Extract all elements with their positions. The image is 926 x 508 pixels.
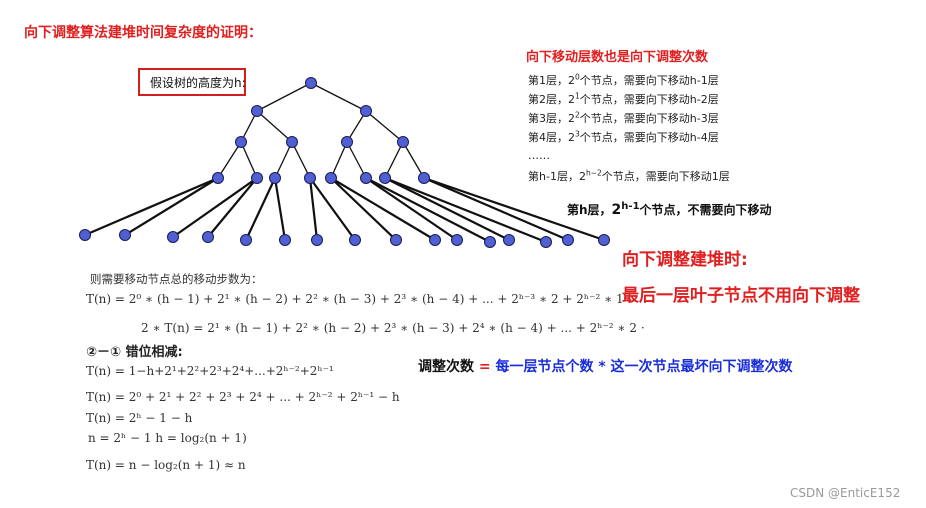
leaf-node [451,234,463,246]
tree-edge [365,177,491,243]
levels-ellipsis: …… [528,149,550,162]
tree-node [235,136,247,148]
formula-2: 2 ∗ T(n) = 2¹ ∗ (h − 1) + 2² ∗ (h − 2) +… [141,321,645,335]
leaf-node [119,229,131,241]
tree-edge [245,177,276,241]
height-label: 假设树的高度为h: [150,76,246,90]
formula-1: T(n) = 2⁰ ∗ (h − 1) + 2¹ ∗ (h − 2) + 2² … [86,292,624,306]
tree-node [360,172,372,184]
level-row: 第4层，23个节点，需要向下移动h-4层 [528,129,719,144]
tree-node [360,105,372,117]
tree-edge [256,110,293,143]
tree-edge [423,176,569,242]
conclusion-text: 最后一层叶子节点不用向下调整 [622,286,860,306]
leaf-node [79,229,91,241]
tree-edge [346,141,367,179]
tree-edge [309,177,356,241]
tree-edge [308,177,319,241]
tree-node [269,172,281,184]
tree-edge [384,176,547,244]
tree-node [325,172,337,184]
tree-node [305,77,317,89]
tree-edge [384,177,510,241]
tree-edge [207,177,258,238]
tree-node [341,136,353,148]
tree-edge [217,141,242,179]
formula-3: T(n) = 1−h+2¹+2²+2³+2⁴+...+2ʰ⁻²+2ʰ⁻¹ [86,364,334,378]
last-level-note: 第h层，2h-1个节点，不需要向下移动 [567,201,772,218]
tree-node [304,172,316,184]
leaf-node [240,234,252,246]
tree-edge [124,177,219,236]
tree-edge [274,141,293,179]
step-heading: 则需要移动节点总的移动步数为： [90,272,263,286]
leaf-node [484,236,496,248]
formula-6: n = 2ʰ − 1 h = log₂(n + 1) [88,431,247,445]
tree-edge [84,176,219,237]
adjust-count-formula: 调整次数 = 每一层节点个数 * 这一次节点最坏向下调整次数 [418,359,793,375]
tree-edge [291,141,311,179]
conclusion-heading: 向下调整建堆时: [622,250,748,270]
leaf-node [311,234,323,246]
tree-node [379,172,391,184]
tree-edge [330,141,348,179]
leaf-node [279,234,291,246]
tree-edge [240,141,258,179]
leaf-node [429,234,441,246]
formula-5: T(n) = 2ʰ − 1 − h [86,411,193,425]
levels-heading: 向下移动层数也是向下调整次数 [526,50,709,65]
tree-edge [273,177,287,241]
leaf-node [167,231,179,243]
tree-node [251,105,263,117]
formula-7: T(n) = n − log₂(n + 1) ≈ n [86,458,246,472]
tree-edge [423,176,605,242]
leaf-node [540,236,552,248]
tree-node [397,136,409,148]
height-label-box [138,68,246,96]
leaf-node [349,234,361,246]
tree-node [212,172,224,184]
tree-edge [310,82,367,112]
tree-node [418,172,430,184]
proof-title: 向下调整算法建堆时间复杂度的证明： [24,25,262,41]
leaf-node [562,234,574,246]
level-row-h-1: 第h-1层，2h−2个节点，需要向下移动1层 [528,168,730,183]
leaf-node [503,234,515,246]
subtract-heading: ②－① 错位相减: [86,345,183,360]
tree-node [251,172,263,184]
formula-4: T(n) = 2⁰ + 2¹ + 2² + 2³ + 2⁴ + ... + 2ʰ… [86,390,400,404]
tree-edge [346,110,367,143]
tree-edge [365,110,404,143]
leaf-node [390,234,402,246]
tree-edge [330,177,397,241]
leaf-node [202,231,214,243]
level-row: 第2层，21个节点，需要向下移动h-2层 [528,91,719,106]
tree-edge [365,177,458,241]
level-row: 第3层，22个节点，需要向下移动h-3层 [528,110,719,125]
tree-edge [402,141,425,179]
leaf-node [598,234,610,246]
tree-edge [256,82,312,112]
watermark: CSDN @EnticE152 [790,486,901,500]
tree-edge [384,141,404,179]
tree-edge [172,177,258,238]
level-row: 第1层，20个节点，需要向下移动h-1层 [528,72,719,87]
tree-node [286,136,298,148]
tree-edge [330,177,436,241]
